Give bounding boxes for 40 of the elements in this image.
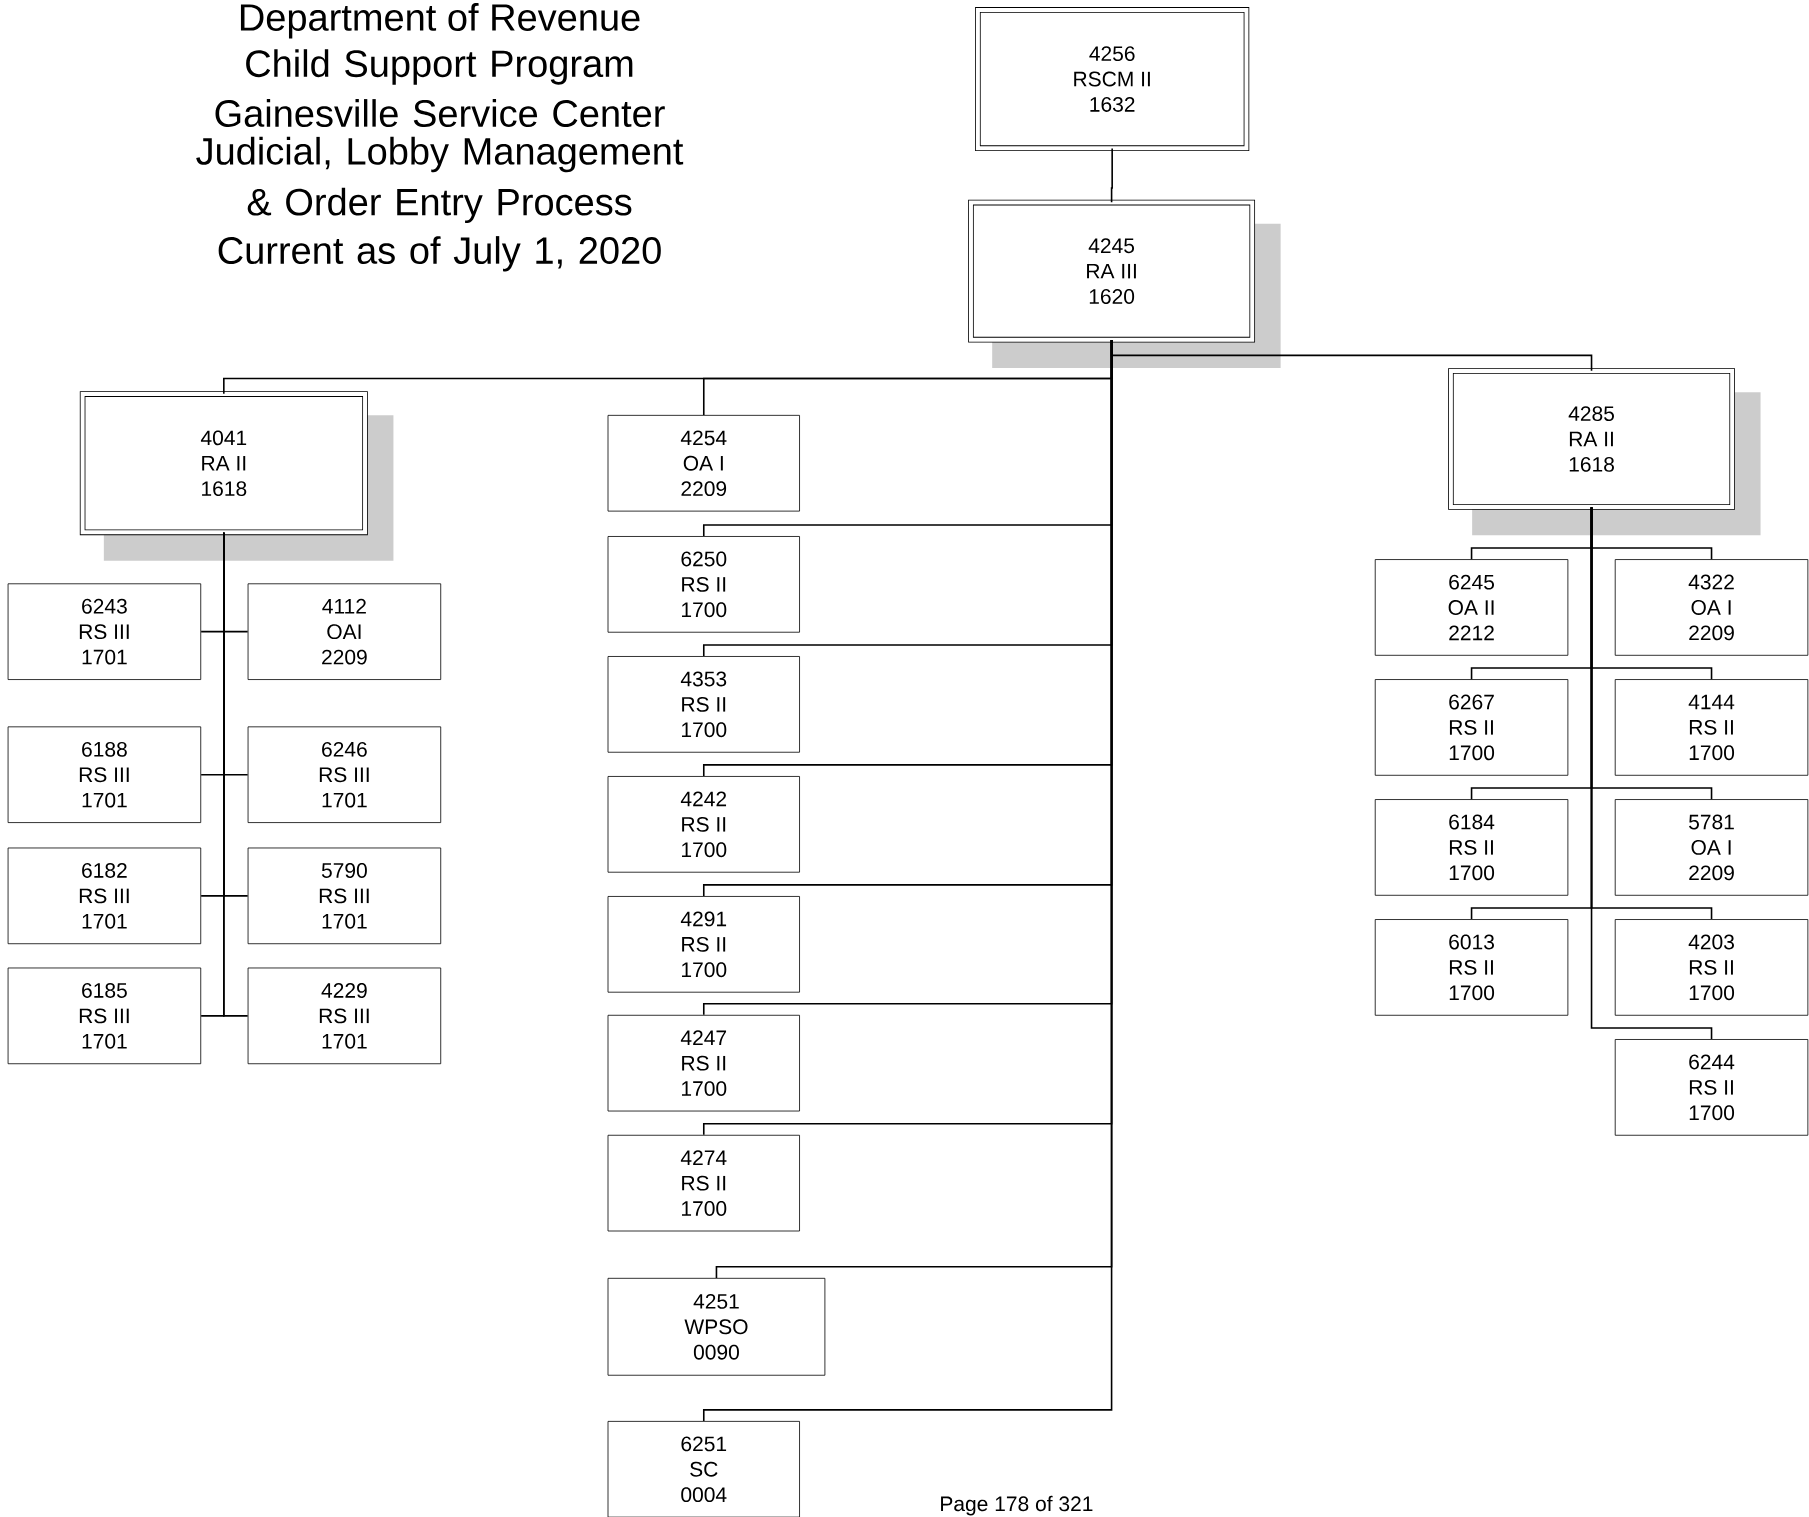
position-box: 6013 RS II 1700 [1374, 919, 1569, 1016]
position-box: 6250 RS II 1700 [607, 536, 800, 633]
position-box: 4247 RS II 1700 [607, 1014, 800, 1112]
connector-line [223, 531, 249, 1017]
position-box: 4245 RA III 1620 [968, 199, 1256, 343]
position-box: 4285 RA II 1618 [1448, 368, 1735, 510]
title-line: Current as of July 1, 2020 [218, 236, 661, 272]
position-box: 4322 OA I 2209 [1614, 559, 1809, 656]
position-box: 6245 OA II 2212 [1374, 559, 1569, 656]
position-box: 6251 SC 0004 [607, 1421, 800, 1517]
position-box: 4144 RS II 1700 [1614, 679, 1809, 776]
page-number: Page 178 of 321 [941, 1495, 1093, 1516]
position-box: 4112 OAI 2209 [247, 583, 442, 680]
connector-line [1590, 506, 1713, 1040]
position-box: 4229 RS III 1701 [247, 967, 442, 1065]
position-box: 4274 RS II 1700 [607, 1134, 800, 1232]
position-box: 4041 RA II 1618 [79, 391, 368, 536]
title-line: Child Support Program [246, 49, 633, 85]
position-box: 4291 RS II 1700 [607, 896, 800, 993]
position-box: 6184 RS II 1700 [1374, 799, 1569, 896]
position-box: 5781 OA I 2209 [1614, 799, 1809, 896]
title: Department of Revenue [240, 3, 640, 39]
position-box: 6188 RS III 1701 [7, 726, 202, 823]
connector-line [702, 339, 1113, 1422]
position-box: 4353 RS II 1700 [607, 656, 800, 753]
position-box: 4203 RS II 1700 [1614, 919, 1809, 1016]
title-line: Gainesville Service Center [215, 99, 665, 128]
connector-line [1110, 147, 1113, 203]
position-box: 5790 RS III 1701 [247, 847, 442, 945]
position-box: 6243 RS III 1701 [7, 583, 202, 680]
position-box: 6267 RS II 1700 [1374, 679, 1569, 776]
position-box: 4251 WPSO 0090 [607, 1277, 826, 1376]
position-box: 6182 RS III 1701 [7, 847, 202, 945]
position-box: 6246 RS III 1701 [247, 726, 442, 823]
position-box: 4254 OA I 2209 [607, 414, 800, 512]
title-line: Judicial, Lobby Management & Order Entry Process [196, 136, 684, 224]
position-box: 6185 RS III 1701 [7, 967, 202, 1065]
position-box: 6244 RS II 1700 [1614, 1039, 1809, 1136]
position-box: 4242 RS II 1700 [607, 776, 800, 873]
position-box: 4256 RSCM II 1632 [975, 7, 1250, 151]
